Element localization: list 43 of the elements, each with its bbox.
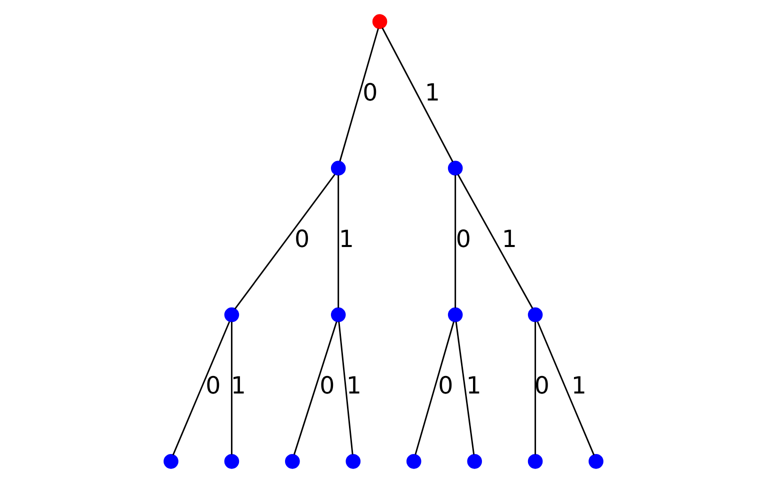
edge-label: 1 <box>501 224 516 253</box>
edge-label: 1 <box>338 224 354 253</box>
node-circle <box>406 454 421 468</box>
connector <box>230 321 232 454</box>
node-circle <box>527 306 542 322</box>
connector <box>536 320 594 455</box>
node-circle <box>330 160 346 176</box>
connector <box>292 321 337 454</box>
node-circle <box>163 454 178 468</box>
node-circle <box>466 454 482 468</box>
connector <box>456 174 533 308</box>
node-circle <box>527 454 542 468</box>
connector <box>338 28 378 161</box>
node-circle <box>345 454 360 468</box>
edge-label: 0 <box>294 224 310 253</box>
edge-label: 1 <box>230 371 246 400</box>
node-circle <box>224 306 239 322</box>
connector <box>172 320 230 455</box>
connector <box>454 321 474 454</box>
node-circle <box>447 160 462 176</box>
node-circle <box>372 14 387 28</box>
node-circle <box>224 454 239 468</box>
node-circle <box>330 306 346 322</box>
connector <box>337 174 339 308</box>
edge-label: 0 <box>455 224 471 253</box>
node-circle <box>588 454 603 468</box>
edge-label: 1 <box>466 371 481 400</box>
connector <box>534 321 536 454</box>
edge-label: 1 <box>570 371 586 400</box>
edge-label: 0 <box>438 371 453 400</box>
connector <box>454 174 456 308</box>
edge-label: 0 <box>319 371 334 400</box>
connector <box>338 321 353 454</box>
node-circle <box>447 306 462 322</box>
node-circle <box>284 454 300 468</box>
edge-label: 0 <box>534 371 549 400</box>
edge-label: 1 <box>346 371 361 400</box>
connector <box>381 27 453 162</box>
connector <box>414 321 454 454</box>
edge-label: 1 <box>424 78 440 106</box>
edge-label: 0 <box>362 78 378 106</box>
edge-label: 0 <box>205 371 220 400</box>
connector <box>234 174 335 309</box>
